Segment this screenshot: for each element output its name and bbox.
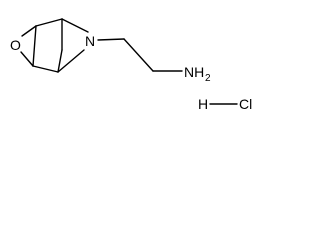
bicyclic-ring (20, 18, 89, 73)
bond (57, 49, 63, 73)
bond (32, 25, 37, 67)
chlorine-atom-label: Cl (239, 96, 252, 112)
bond (97, 38, 125, 41)
amine-label: NH (184, 64, 204, 80)
chemical-structure: O N NH 2 H Cl (10, 18, 252, 112)
bond (61, 18, 89, 33)
bond (57, 49, 85, 73)
bond (35, 18, 63, 27)
bond (20, 51, 34, 67)
bond (21, 25, 37, 37)
ring-nitrogen-atom-label: N (85, 33, 95, 49)
bond (32, 65, 59, 73)
oxygen-atom-label: O (10, 37, 21, 53)
hydrogen-atom-label: H (198, 96, 208, 112)
amine-subscript: 2 (205, 73, 211, 84)
bond (123, 38, 154, 72)
aminoethyl-chain (97, 38, 183, 72)
